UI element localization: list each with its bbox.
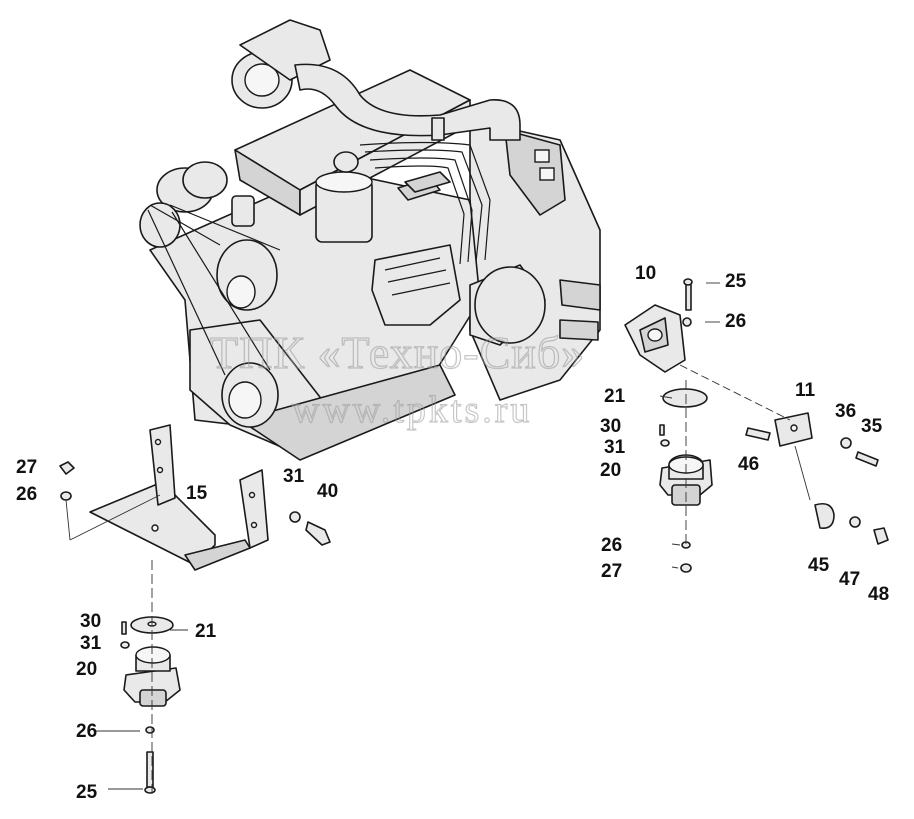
callout-27: 27 — [601, 561, 622, 582]
callout-27: 27 — [16, 457, 37, 478]
callout-26: 26 — [76, 721, 97, 742]
callout-11: 11 — [795, 380, 816, 401]
callout-10: 10 — [635, 263, 656, 284]
callout-40: 40 — [317, 481, 338, 502]
callout-46: 46 — [738, 454, 759, 475]
callout-31: 31 — [604, 437, 626, 458]
watermark-company: ТПК «Техно-Сиб» — [210, 327, 585, 378]
callout-21: 21 — [195, 621, 217, 642]
callout-26: 26 — [16, 484, 37, 505]
hardware-left — [59, 461, 331, 546]
callout-30: 30 — [80, 611, 101, 632]
callout-21: 21 — [604, 386, 626, 407]
leader-lines — [65, 282, 811, 795]
callout-20: 20 — [76, 659, 97, 680]
bracket-10 — [624, 304, 686, 373]
bracket-15 — [89, 424, 269, 571]
watermark-url: www.tpkts.ru — [292, 389, 532, 431]
callout-26: 26 — [601, 535, 622, 556]
callout-35: 35 — [861, 416, 883, 437]
callout-25: 25 — [76, 782, 98, 803]
callout-26: 26 — [725, 311, 746, 332]
callout-47: 47 — [839, 569, 860, 590]
callout-36: 36 — [835, 401, 856, 422]
mount-left — [120, 616, 181, 794]
callout-20: 20 — [600, 460, 621, 481]
callout-30: 30 — [600, 416, 621, 437]
callout-45: 45 — [808, 555, 830, 576]
callout-31: 31 — [80, 633, 102, 654]
callout-25: 25 — [725, 271, 747, 292]
callout-48: 48 — [868, 584, 889, 605]
engine-assembly — [139, 19, 601, 461]
mount-right — [659, 278, 713, 573]
callout-31: 31 — [283, 466, 305, 487]
callout-labels: 10 25 26 21 30 31 20 11 36 35 46 26 27 4… — [16, 263, 889, 803]
callout-15: 15 — [186, 483, 208, 504]
hardware-right — [745, 412, 889, 545]
